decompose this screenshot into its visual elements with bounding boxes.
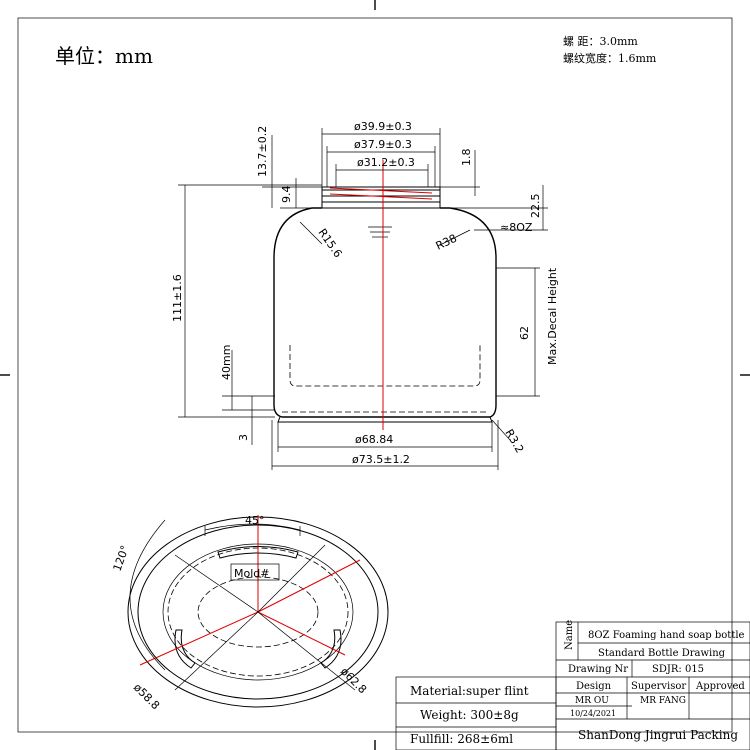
drawing-frame [17,17,733,733]
title-block [555,621,750,750]
tb-drawing-nr-label: Drawing Nr [568,664,628,675]
side-dimensions [178,128,548,470]
pitch-label: 螺 距：3.0mm [563,35,638,48]
tb-date: 10/24/2021 [570,709,616,718]
dim-shoulder-right: R38 [434,232,459,253]
tb-company: ShanDong Jingrui Packing [578,728,738,742]
mold-label: Mold# [234,567,269,580]
mold-box [230,563,280,581]
thread-width-label: 螺纹宽度：1.6mm [563,51,657,65]
dim-body-diameter: ø73.5±1.2 [352,453,410,466]
tb-supervisor-label: Supervisor [631,681,686,692]
dim-neck-height: 22.5 [529,194,542,219]
dia-right: ø62.8 [338,665,369,696]
bottle-finish [321,186,441,209]
tb-designer: MR OU [575,696,609,706]
dim-base-height: 3 [237,434,250,441]
dim-bead: 9.4 [280,186,293,204]
dim-base-radius: R3.2 [502,427,526,455]
unit-label: 单位：mm [55,44,153,68]
dia-left: ø58.8 [131,681,162,712]
tb-design-label: Design [576,681,612,692]
dim-capacity-mark: ≈8OZ [500,221,533,234]
dim-shoulder-left: R15.6 [316,226,345,260]
dim-bore: ø31.2±0.3 [357,156,415,169]
tb-supervisor: MR FANG [640,696,686,706]
spec-material: Material:super flint [410,684,529,698]
dim-inner-thread: ø37.9±0.3 [354,138,412,151]
dim-decal-label: Max.Decal Height [546,267,559,365]
spec-fullfill: Fullfill: 268±6ml [410,732,513,746]
dim-decal-height: 62 [518,326,531,340]
angle-top: 45° [245,514,265,527]
dim-bottom-offset: 40mm [220,345,233,380]
dim-outer-thread: ø39.9±0.3 [354,120,412,133]
dim-finish-height: 13.7±0.2 [256,126,269,177]
tb-drawing-nr: SDJR: 015 [652,664,704,675]
spec-weight: Weight: 300±8g [420,708,519,722]
angle-side: 120° [111,544,132,573]
tb-approved-label: Approved [695,681,745,692]
tb-product-name: 8OZ Foaming hand soap bottle [588,630,745,641]
dim-thread-depth: 1.8 [460,149,473,167]
tb-name-label: Name [564,620,575,650]
dim-base-diameter: ø68.84 [355,433,393,446]
tb-drawing-type: Standard Bottle Drawing [598,648,726,659]
bottle-side-view [273,160,497,430]
dim-total-height: 111±1.6 [171,274,184,322]
bottle-bottom-view [127,515,389,708]
